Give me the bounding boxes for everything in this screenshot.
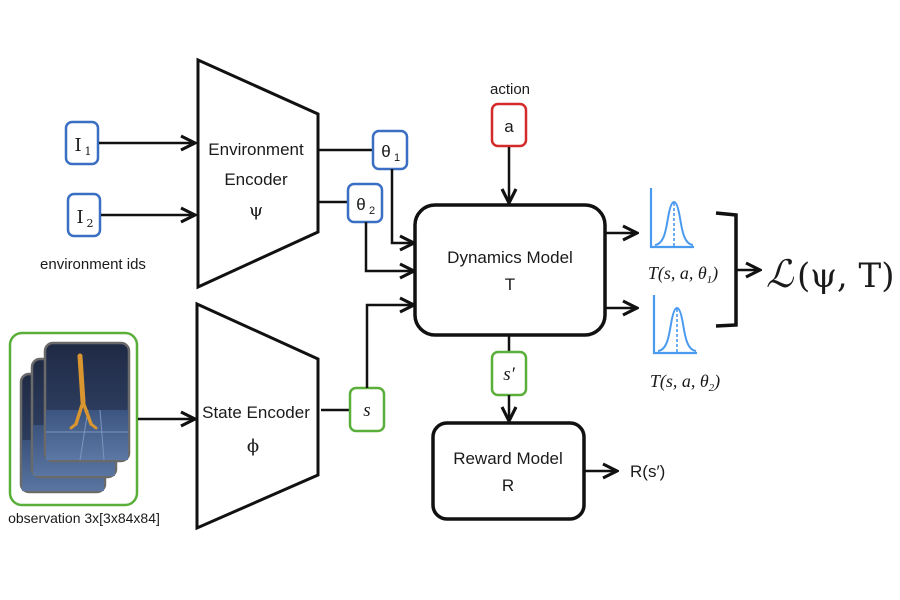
state-node: s xyxy=(348,386,386,433)
env-id-2-box xyxy=(66,192,102,238)
env-id-1-box xyxy=(64,120,100,166)
environment-encoder-shape xyxy=(196,57,320,290)
walker-figure-icon xyxy=(69,353,98,430)
theta-1-node: θ 1 xyxy=(371,129,409,171)
theta-1-box xyxy=(371,129,409,171)
observation-label: observation 3x[3x84x84] xyxy=(8,510,160,526)
reward-output-label: R(s′) xyxy=(630,462,665,481)
theta-2-to-dynamics-arrow xyxy=(364,222,414,271)
env-id-1-symbol: I xyxy=(74,135,81,156)
env-id-2-symbol: I xyxy=(76,207,83,228)
reward-model-box xyxy=(431,421,586,521)
reward-model-line2: R xyxy=(502,476,514,495)
combine-bracket xyxy=(715,211,738,328)
action-node: a xyxy=(490,102,528,148)
next-state-node: s′ xyxy=(490,350,528,397)
theta-1-symbol: θ xyxy=(381,142,390,161)
observation-frame-1 xyxy=(43,341,131,463)
action-symbol: a xyxy=(504,117,514,136)
environment-encoder-symbol: ψ xyxy=(249,200,263,221)
reward-model-line1: Reward Model xyxy=(453,449,563,468)
env-id-2-subscript: 2 xyxy=(87,217,94,230)
next-state-symbol: s′ xyxy=(503,364,515,385)
environment-encoder: Environment Encoder ψ xyxy=(196,57,320,290)
dynamics-model-line2: T xyxy=(505,275,515,294)
env-id-2-node: I 2 xyxy=(66,192,102,238)
state-encoder-symbol: ϕ xyxy=(247,436,259,457)
loss-symbol: ℒ xyxy=(766,252,795,296)
action-box xyxy=(490,102,528,148)
loss-expression: ℒ (ψ, T) xyxy=(766,252,894,296)
action-label: action xyxy=(490,81,530,98)
dynamics-model-line1: Dynamics Model xyxy=(447,248,573,267)
env-id-1-node: I 1 xyxy=(64,120,100,166)
state-to-dynamics-arrow xyxy=(365,305,414,388)
dynamics-model: Dynamics Model T xyxy=(413,203,607,337)
state-encoder: State Encoder ϕ xyxy=(195,301,320,531)
env-ids-label: environment ids xyxy=(40,256,146,273)
state-encoder-shape xyxy=(195,301,320,531)
theta-1-to-dynamics-arrow xyxy=(390,169,414,243)
theta-2-node: θ 2 xyxy=(346,182,384,224)
env-id-1-subscript: 1 xyxy=(85,145,92,158)
distribution-1-icon xyxy=(649,188,694,249)
environment-encoder-line1: Environment xyxy=(208,140,304,159)
reward-model: Reward Model R xyxy=(431,421,586,521)
dynamics-model-box xyxy=(413,203,607,337)
observation-frames xyxy=(8,331,139,507)
state-encoder-line1: State Encoder xyxy=(202,403,310,422)
theta-2-symbol: θ xyxy=(356,195,365,214)
loss-args: (ψ, T) xyxy=(797,256,894,296)
state-symbol: s xyxy=(363,400,370,421)
prediction-2-label: T(s, a, θ2) xyxy=(650,371,720,394)
distribution-2-icon xyxy=(652,295,697,355)
theta-1-subscript: 1 xyxy=(394,152,400,164)
prediction-1-label: T(s, a, θ1) xyxy=(648,263,718,286)
theta-2-subscript: 2 xyxy=(369,205,375,217)
environment-encoder-line2: Encoder xyxy=(224,170,288,189)
